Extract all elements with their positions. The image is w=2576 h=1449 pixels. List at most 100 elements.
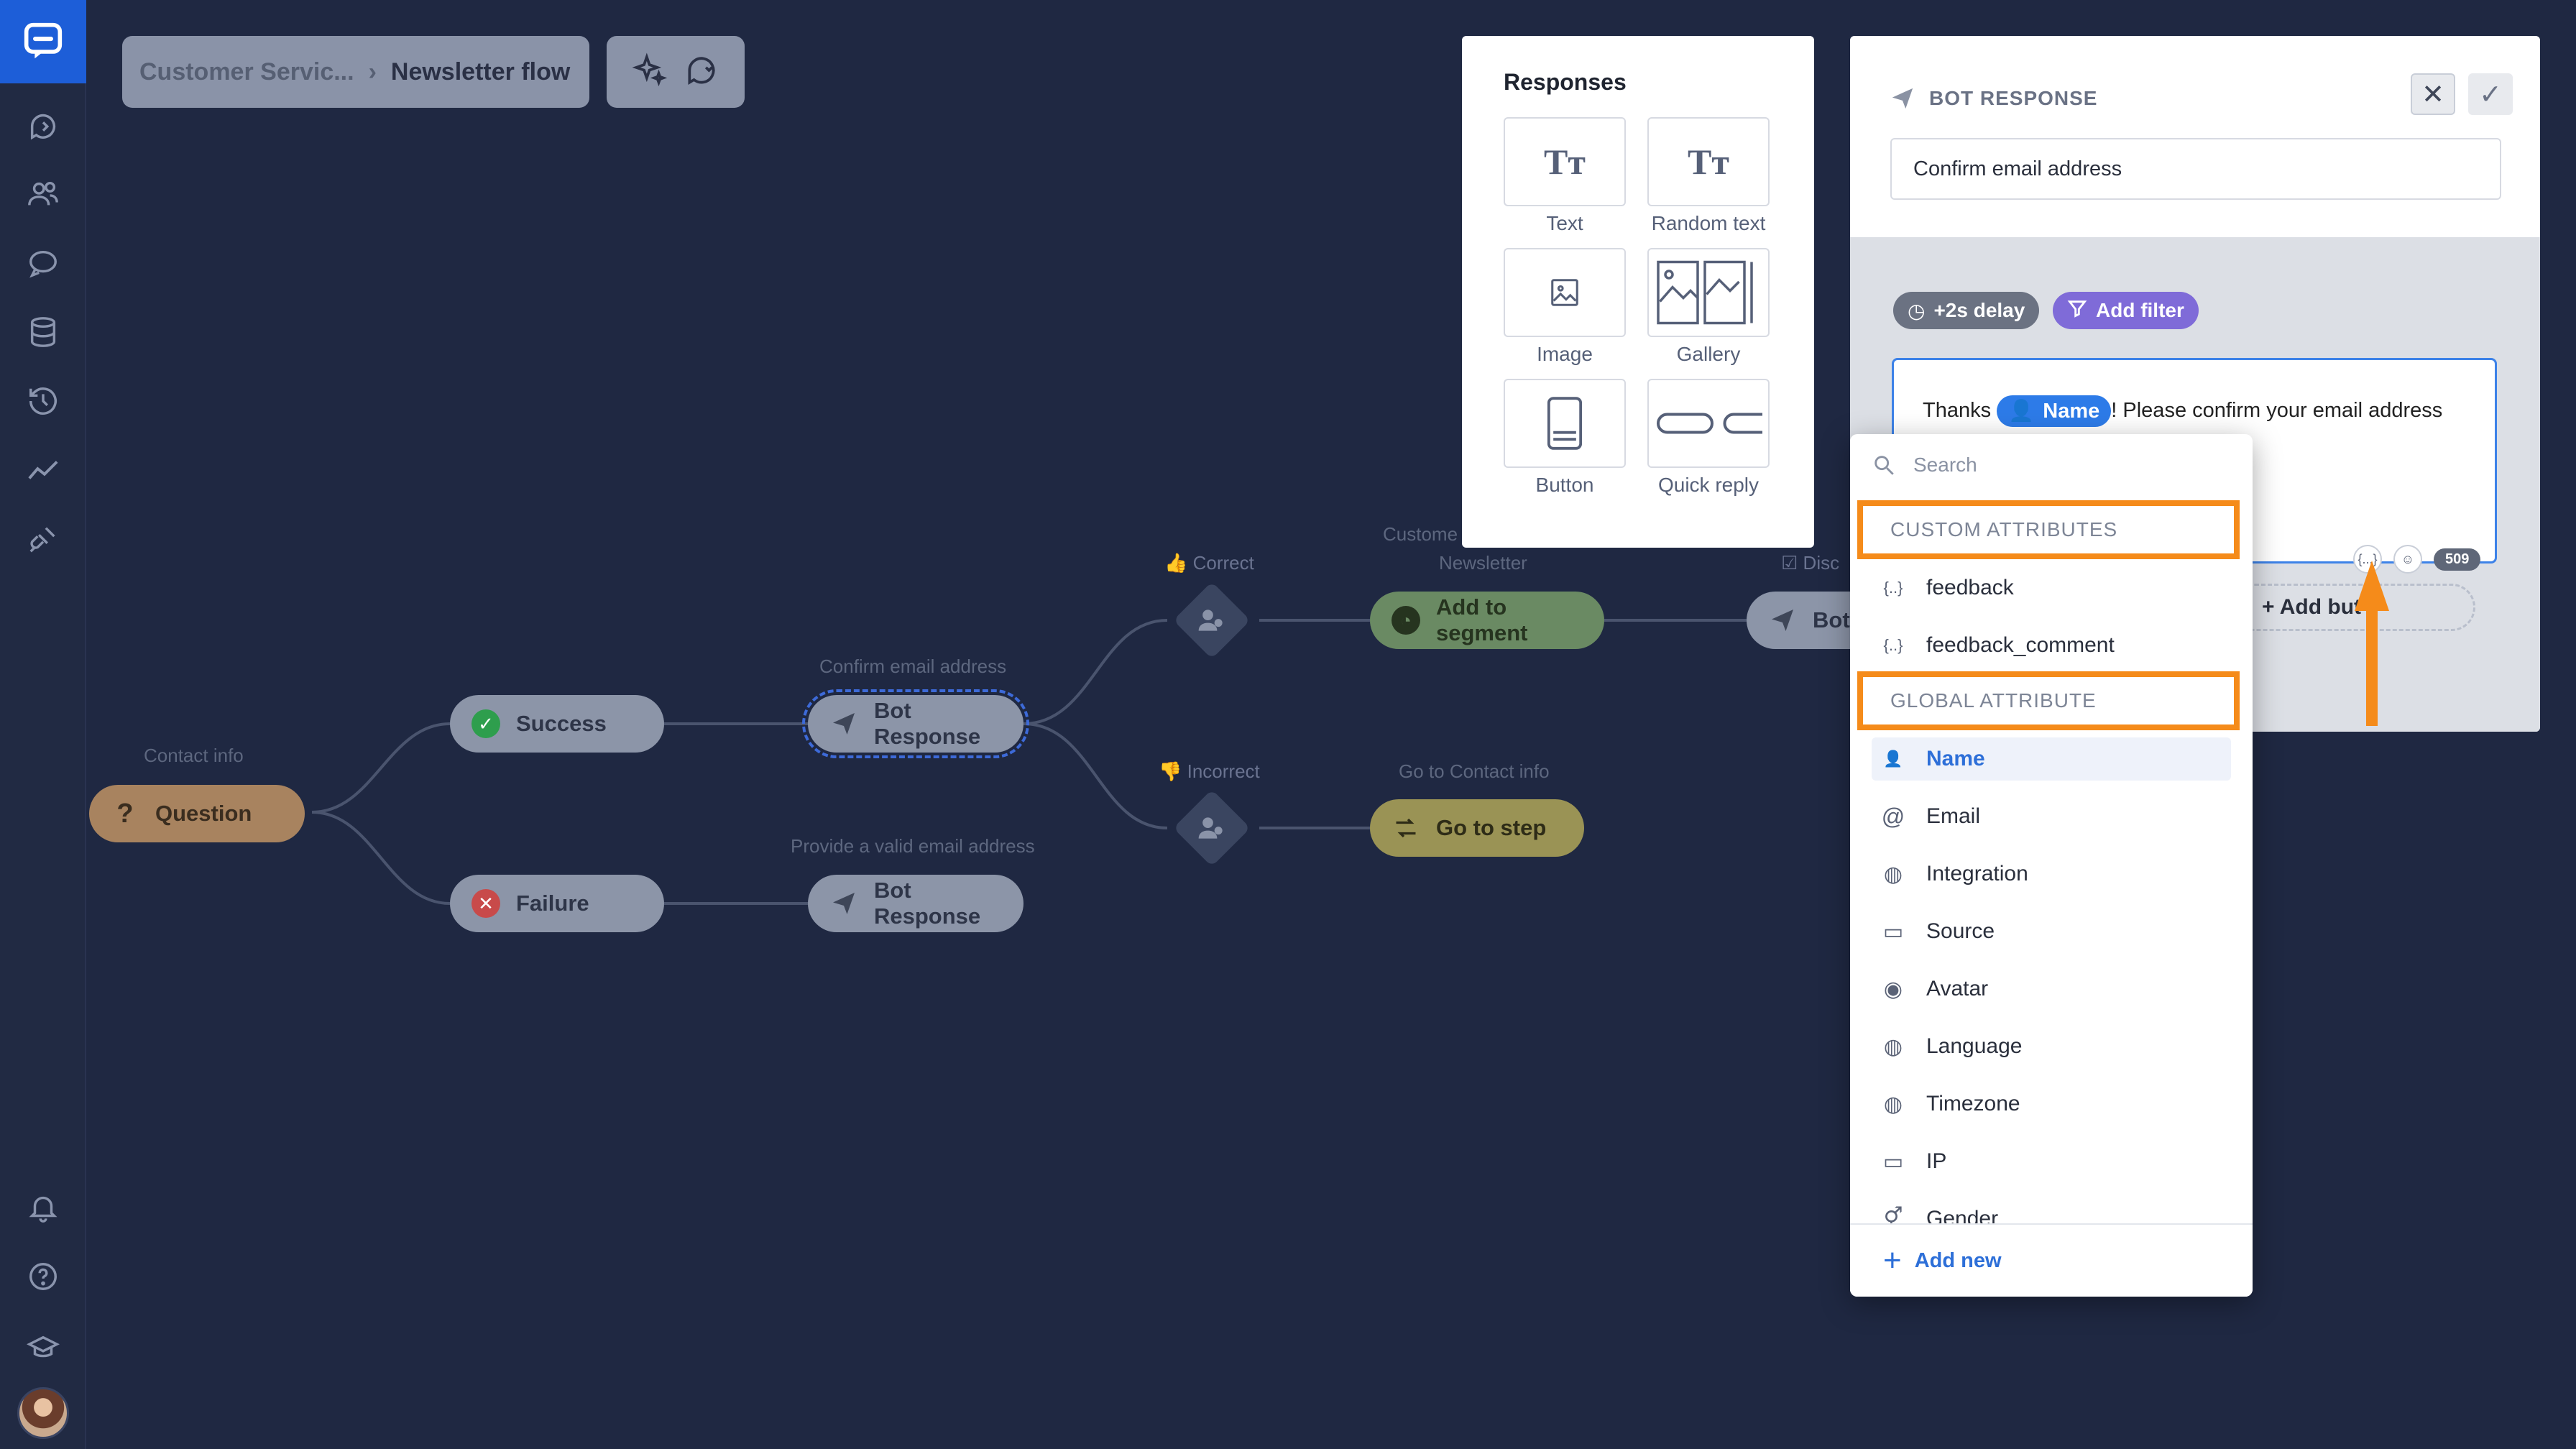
delay-chip[interactable]: ◷ +2s delay <box>1893 292 2040 329</box>
send-icon <box>829 889 858 918</box>
inbox-icon[interactable] <box>22 242 65 285</box>
flow-toolbar <box>607 36 745 108</box>
data-icon[interactable] <box>22 310 65 354</box>
attribute-item-name[interactable]: 👤Name <box>1872 737 2231 781</box>
correct-caption: 👍 Correct <box>1164 552 1254 574</box>
name-attribute-pill[interactable]: 👤Name <box>1997 395 2112 428</box>
go-to-step-node[interactable]: Go to step <box>1370 799 1584 857</box>
incorrect-caption: 👎 Incorrect <box>1159 760 1260 782</box>
add-new-attribute-button[interactable]: + Add new <box>1850 1223 2253 1297</box>
academy-icon[interactable] <box>22 1327 65 1370</box>
segment-caption-2: Newsletter <box>1439 552 1527 574</box>
response-quick-reply[interactable]: Quick reply <box>1647 379 1770 497</box>
attribute-item-feedback[interactable]: {..}feedback <box>1872 566 2231 610</box>
attribute-item-ip[interactable]: ▭IP <box>1872 1140 2231 1183</box>
emoji-icon[interactable]: ☺ <box>2393 545 2422 574</box>
add-to-segment-node[interactable]: ◔ Add to segment <box>1370 592 1604 649</box>
response-image[interactable]: Image <box>1504 248 1626 366</box>
attribute-search[interactable]: Search <box>1872 453 1977 477</box>
sparkle-icon[interactable] <box>632 52 668 92</box>
bot-response-caption: Confirm email address <box>819 656 1007 677</box>
response-random-text[interactable]: Tт Random text <box>1647 117 1770 235</box>
success-node[interactable]: ✓ Success <box>450 695 664 753</box>
logo-chat-icon <box>24 22 63 59</box>
failure-node-label: Failure <box>516 891 589 916</box>
attribute-label: Email <box>1926 804 1981 828</box>
response-image-label: Image <box>1537 343 1593 365</box>
go-to-step-icon <box>1392 814 1420 842</box>
breadcrumb-parent[interactable]: Customer Servic... <box>139 58 354 86</box>
braces-icon: {..} <box>1883 636 1903 654</box>
partial-bot-label: Bot <box>1813 607 1850 632</box>
add-filter-button[interactable]: Add filter <box>2053 292 2199 329</box>
message-text-before: Thanks <box>1923 399 1997 422</box>
bot-response-2-caption: Provide a valid email address <box>791 835 1035 857</box>
attribute-item-avatar[interactable]: ◉ Avatar <box>1872 967 2231 1011</box>
avatar[interactable] <box>17 1387 69 1439</box>
check-circle-icon: ✓ <box>472 709 500 738</box>
attribute-item-timezone[interactable]: ◍Timezone <box>1872 1082 2231 1126</box>
message-tools: {...} ☺ 509 <box>2353 545 2481 574</box>
response-gallery[interactable]: Gallery <box>1647 248 1770 366</box>
filter-icon <box>2067 298 2087 323</box>
contacts-icon[interactable] <box>22 172 65 216</box>
bot-response-label: Bot Response <box>874 698 981 749</box>
send-icon <box>1892 88 1913 109</box>
close-button[interactable]: ✕ <box>2411 73 2455 115</box>
attribute-item-language[interactable]: ◍Language <box>1872 1025 2231 1068</box>
response-name-input[interactable]: Confirm email address <box>1890 138 2501 200</box>
response-text[interactable]: Tт Text <box>1504 117 1626 235</box>
send-icon <box>1768 606 1797 635</box>
quick-reply-icon <box>1657 413 1762 434</box>
insert-attribute-icon[interactable]: {...} <box>2353 545 2382 574</box>
attribute-dropdown: Search CUSTOM ATTRIBUTES {..}feedback {.… <box>1850 434 2253 1297</box>
attribute-label: Language <box>1926 1034 2023 1058</box>
partial-caption: ☑ Disc <box>1781 552 1840 574</box>
attribute-item-email[interactable]: @Email <box>1872 795 2231 838</box>
attribute-item-source[interactable]: ▭ Source <box>1872 910 2231 953</box>
person-icon: 👤 <box>1883 750 1903 768</box>
text-icon: Tт <box>1544 142 1586 182</box>
user-circle-icon: ◉ <box>1883 977 1903 1001</box>
breadcrumb: Customer Servic... › Newsletter flow <box>122 36 589 108</box>
laptop-icon: ▭ <box>1882 919 1904 944</box>
help-icon[interactable] <box>22 1255 65 1298</box>
attribute-label: Avatar <box>1926 977 1989 1000</box>
thumbs-up-icon: 👍 <box>1164 552 1188 574</box>
attribute-label: Timezone <box>1926 1092 2020 1116</box>
attribute-label: feedback_comment <box>1926 633 2115 657</box>
response-text-label: Text <box>1546 212 1583 234</box>
history-icon[interactable] <box>22 380 65 423</box>
global-attribute-header: GLOBAL ATTRIBUTE <box>1857 671 2240 730</box>
name-attribute-label: Name <box>2043 400 2100 423</box>
success-node-label: Success <box>516 711 607 736</box>
message-text-after: ! Please confirm your email address <box>2111 399 2443 422</box>
integrations-icon[interactable] <box>22 518 65 561</box>
send-icon <box>829 709 858 738</box>
response-quick-reply-label: Quick reply <box>1657 474 1760 496</box>
response-button[interactable]: Button <box>1504 379 1626 497</box>
question-node[interactable]: ? Question <box>89 785 305 842</box>
attribute-label: IP <box>1926 1149 1947 1173</box>
bot-response-node-selected[interactable]: Bot Response <box>802 689 1029 758</box>
attribute-item-integration[interactable]: ◍Integration <box>1872 852 2231 896</box>
confirm-button[interactable]: ✓ <box>2468 73 2513 115</box>
failure-node[interactable]: ✕ Failure <box>450 875 664 932</box>
question-node-label: Question <box>155 801 252 826</box>
analytics-icon[interactable] <box>22 448 65 492</box>
bell-icon[interactable] <box>22 1186 65 1229</box>
add-filter-label: Add filter <box>2096 299 2184 321</box>
chat-refresh-icon[interactable] <box>684 52 719 92</box>
app-logo[interactable] <box>0 0 86 83</box>
attribute-label: Source <box>1926 919 1995 943</box>
add-new-label: Add new <box>1914 1248 2002 1272</box>
attribute-item-feedback-comment[interactable]: {..} feedback_comment <box>1872 624 2231 667</box>
chats-icon[interactable] <box>22 105 65 148</box>
button-icon <box>1547 397 1583 450</box>
responses-title: Responses <box>1504 69 1627 95</box>
bot-response-node[interactable]: Bot Response <box>808 875 1024 932</box>
response-random-text-label: Random text <box>1651 212 1766 234</box>
response-gallery-label: Gallery <box>1676 343 1741 365</box>
search-icon <box>1874 456 1894 475</box>
